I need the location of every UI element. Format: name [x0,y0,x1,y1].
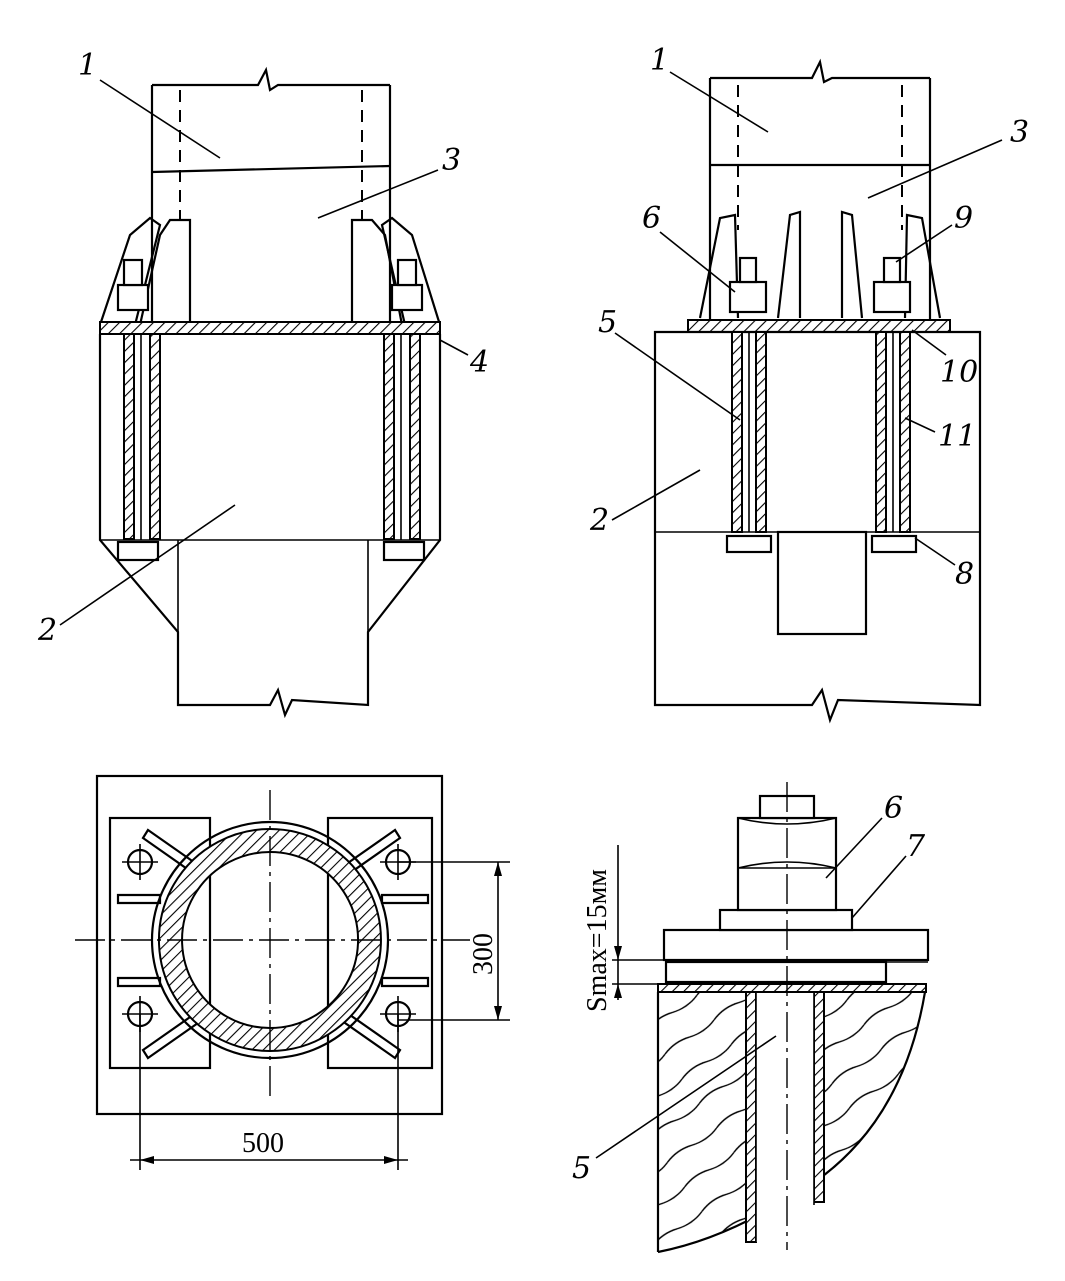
callout-label: 3 [442,143,461,178]
callout-label: 2 [37,613,57,648]
wooden-post-right [708,58,932,322]
callout-label: 5 [598,305,617,340]
base-plate-right [687,319,951,333]
callout-label: 9 [954,201,973,236]
callout-label: 2 [589,503,609,538]
plan-view: 300 500 [75,774,510,1170]
detail-bolt-shank [756,992,814,1242]
plan-outline [95,774,444,1116]
detail-sleeve-left [745,991,757,1243]
gap-dimension: Smax=15мм [582,845,664,1012]
top-nuts-left [116,258,424,312]
detail-shim [664,960,888,984]
callouts-right: 1 3 6 9 5 10 11 2 8 [589,43,1029,592]
detail-top-plate [662,928,930,962]
callout-label: 6 [884,791,903,826]
detail-washer [718,908,854,932]
detail-sleeve-right [813,991,825,1203]
dim-vertical-label: 300 [468,933,499,975]
detail-base-plate [657,983,927,993]
callout-label: 11 [938,419,976,454]
base-plate-left [99,321,441,335]
callout-label: 10 [940,355,978,390]
gusset-plates-right [698,210,942,319]
wooden-post-left [150,66,392,330]
callout-label: 1 [650,43,669,78]
gusset-plates-left [98,216,442,326]
callout-label: 6 [642,201,661,236]
detail-view: Smax=15мм 6 7 5 [572,782,930,1254]
callout-label: 5 [572,1151,591,1186]
callout-label: 3 [1010,115,1029,150]
plan-plate-right [326,816,434,1070]
gap-label: Smax=15мм [582,869,613,1012]
callout-label: 1 [78,48,97,83]
callout-label: 4 [469,345,489,380]
front-view-right: 1 3 6 9 5 10 11 2 8 [589,43,1029,724]
bolt-sleeves-left [116,333,426,562]
callouts-detail: 6 7 5 [572,791,926,1186]
plan-plate-left [108,816,212,1070]
callouts-left: 1 3 4 2 [37,48,489,648]
post-section-hatched [157,828,382,1052]
callout-label: 7 [906,829,926,864]
concrete-pile-right [653,330,982,724]
dimension-500: 500 [130,1014,408,1170]
front-view-left: 1 3 4 2 [37,48,489,719]
dimension-300: 300 [398,861,510,1021]
top-nuts-right [728,256,912,314]
callout-label: 8 [955,557,974,592]
dim-horizontal-label: 500 [242,1128,284,1159]
bolt-sleeves-right [725,331,918,554]
